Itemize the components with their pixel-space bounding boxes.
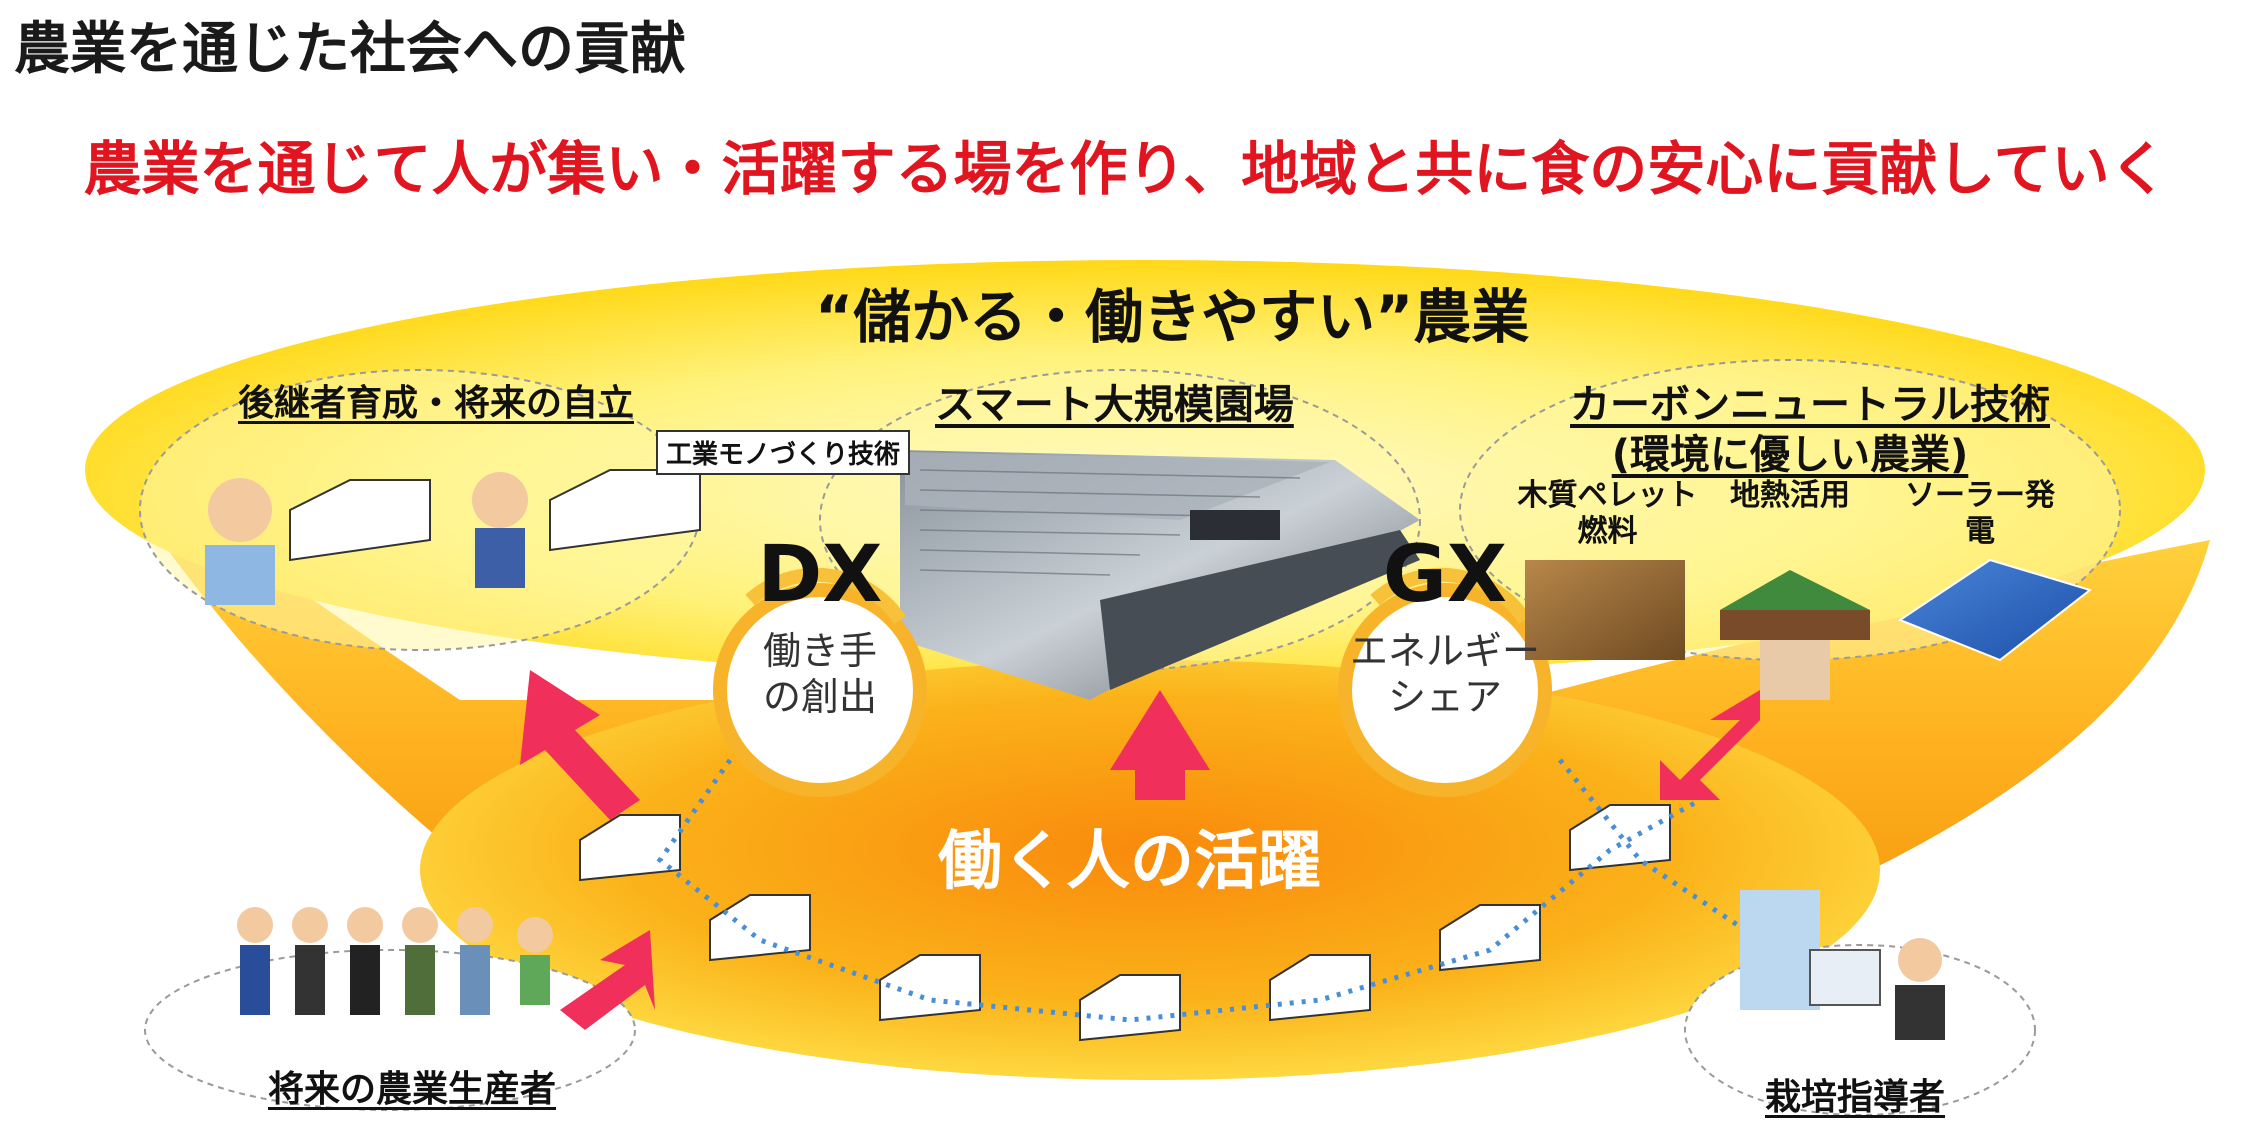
right-section-heading-line1: カーボンニュートラル技術 xyxy=(1570,382,2050,428)
solar-label: ソーラー発 電 xyxy=(1900,478,2060,550)
page-title: 農業を通じた社会への貢献 xyxy=(14,17,686,82)
greenhouse-icons-top xyxy=(289,469,701,562)
wood-pellet-label: 木質ペレット 燃料 xyxy=(1515,478,1700,550)
geothermal-label-line1: 地熱活用 xyxy=(1730,478,1850,513)
dx-text: 働き手 の創出 xyxy=(720,628,920,720)
smart-farm-photo xyxy=(900,450,1420,700)
solar-label-line2: 電 xyxy=(1965,514,1995,549)
dx-title: DX xyxy=(757,530,883,620)
geothermal-image xyxy=(1720,570,1870,700)
worker-illustration xyxy=(472,472,528,588)
center-section-heading: スマート大規模園場 xyxy=(935,382,1294,428)
dx-circle xyxy=(713,567,927,797)
farmer-illustration xyxy=(205,478,275,605)
bottom-ellipse-title: 働く人の活躍 xyxy=(938,825,1322,899)
geothermal-label: 地熱活用 xyxy=(1715,478,1865,514)
arrow-center-up xyxy=(1110,690,1210,800)
gx-text-line2: シェア xyxy=(1387,675,1502,719)
people-illustration-future xyxy=(237,907,553,1015)
greenhouse-icons-bottom xyxy=(579,804,1671,1042)
wood-pellet-label-line1: 木質ペレット xyxy=(1517,478,1698,513)
gx-text-line1: エネルギー xyxy=(1349,629,1540,673)
solar-panel-image xyxy=(1897,558,2093,662)
future-producers-label: 将来の農業生産者 xyxy=(268,1069,557,1110)
instructor-illustration xyxy=(1740,890,1945,1040)
left-section-heading: 後継者育成・将来の自立 xyxy=(238,383,635,424)
arrow-bottom-left xyxy=(560,930,655,1030)
right-section-heading-line2: (環境に優しい農業) xyxy=(1611,432,1969,478)
wood-pellet-image xyxy=(1525,560,1685,660)
gx-text: エネルギー シェア xyxy=(1330,628,1560,720)
top-ellipse-title: “儲かる・働きやすい”農業 xyxy=(815,283,1530,351)
pink-arrows xyxy=(520,670,1760,1030)
dx-text-line1: 働き手 xyxy=(762,629,877,673)
solar-label-line1: ソーラー発 xyxy=(1905,478,2055,513)
industrial-tech-tag: 工業モノづくり技術 xyxy=(656,430,911,475)
instructor-label: 栽培指導者 xyxy=(1765,1077,1946,1118)
gx-title: GX xyxy=(1382,530,1508,620)
arrow-right-down xyxy=(1660,690,1760,800)
arrow-left-up xyxy=(520,670,640,820)
gx-circle xyxy=(1338,567,1552,797)
subtitle: 農業を通じて人が集い・活躍する場を作り、地域と共に食の安心に貢献していく xyxy=(83,135,2168,203)
dx-text-line2: の創出 xyxy=(762,675,877,719)
wood-pellet-label-line2: 燃料 xyxy=(1577,514,1638,549)
